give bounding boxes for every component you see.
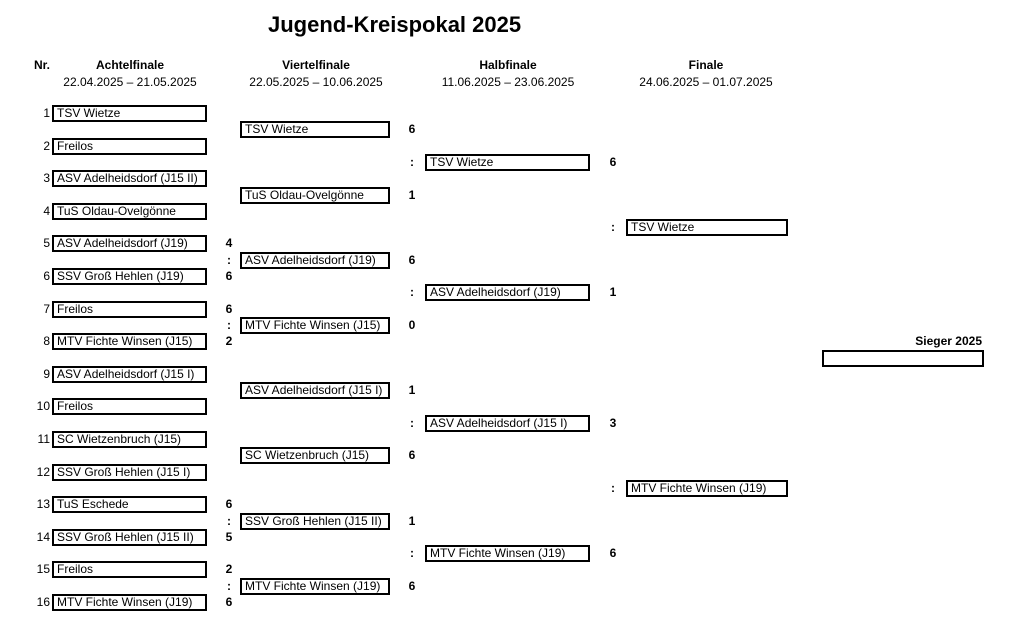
r16-team-box: ASV Adelheidsdorf (J15 I)	[52, 365, 207, 383]
qf-score-home: 1	[408, 383, 416, 398]
column-dates-sf: 11.06.2025 – 23.06.2025	[441, 75, 575, 89]
r16-score-away: 2	[225, 334, 233, 349]
sf-team-box: ASV Adelheidsdorf (J19)	[425, 284, 590, 302]
column-header-final: Finale	[688, 58, 724, 72]
seed-number: 1	[43, 106, 50, 120]
r16-team-box: Freilos	[52, 137, 207, 155]
seed-number: 4	[43, 203, 50, 218]
r16-team-box: MTV Fichte Winsen (J15)	[52, 333, 207, 351]
seed-number: 5	[43, 236, 50, 251]
r16-score-home: 6	[225, 301, 233, 316]
qf-team-box: ASV Adelheidsdorf (J19)	[240, 251, 390, 269]
sf-score-away: 6	[609, 546, 617, 561]
r16-team-box: MTV Fichte Winsen (J19)	[52, 594, 207, 611]
qf-team-box: ASV Adelheidsdorf (J15 I)	[240, 382, 390, 400]
r16-team-box: Freilos	[52, 398, 207, 416]
seed-number: 16	[36, 595, 50, 609]
seed-number: 3	[43, 171, 50, 186]
score-separator: :	[227, 317, 231, 332]
r16-score-away: 5	[225, 529, 233, 544]
score-separator: :	[227, 252, 231, 267]
r16-team-box: SSV Groß Hehlen (J15 II)	[52, 528, 207, 546]
column-dates-final: 24.06.2025 – 01.07.2025	[639, 75, 773, 89]
r16-score-home: 4	[225, 236, 233, 251]
seed-number: 6	[43, 269, 50, 283]
seed-number: 11	[37, 432, 50, 446]
qf-team-box: TuS Oldau-Ovelgönne	[240, 186, 390, 204]
qf-score-home: 6	[408, 122, 416, 137]
sf-score-home: 6	[609, 154, 617, 169]
column-header-qf: Viertelfinale	[282, 58, 350, 72]
r16-score-home: 6	[225, 497, 233, 512]
score-separator: :	[611, 480, 615, 495]
r16-team-box: SSV Groß Hehlen (J15 I)	[52, 463, 207, 481]
final-team-box: MTV Fichte Winsen (J19)	[626, 479, 788, 497]
final-team-box: TSV Wietze	[626, 219, 788, 237]
r16-team-box: ASV Adelheidsdorf (J15 II)	[52, 170, 207, 188]
winner-box	[822, 350, 984, 367]
seed-number: 15	[36, 562, 50, 577]
qf-score-home: 6	[408, 252, 416, 267]
r16-team-box: SC Wietzenbruch (J15)	[52, 431, 207, 448]
r16-score-away: 6	[225, 269, 233, 283]
page-title: Jugend-Kreispokal 2025	[268, 12, 522, 37]
qf-score-away: 6	[408, 448, 416, 463]
qf-team-box: TSV Wietze	[240, 121, 390, 139]
r16-score-away: 6	[225, 595, 233, 609]
seed-number: 12	[36, 464, 50, 479]
r16-team-box: TSV Wietze	[52, 105, 207, 122]
qf-team-box: MTV Fichte Winsen (J19)	[240, 577, 390, 595]
seed-number: 8	[43, 334, 50, 349]
column-header-sf: Halbfinale	[479, 58, 537, 72]
r16-team-box: SSV Groß Hehlen (J19)	[52, 268, 207, 285]
qf-team-box: SC Wietzenbruch (J15)	[240, 447, 390, 465]
seed-number: 14	[36, 529, 50, 544]
qf-team-box: SSV Groß Hehlen (J15 II)	[240, 512, 390, 530]
r16-team-box: ASV Adelheidsdorf (J19)	[52, 235, 207, 253]
seed-number: 10	[36, 399, 50, 414]
seed-number: 2	[43, 138, 50, 153]
r16-team-box: Freilos	[52, 300, 207, 318]
r16-team-box: TuS Oldau-Ovelgönne	[52, 202, 207, 220]
r16-team-box: TuS Eschede	[52, 496, 207, 514]
sf-score-away: 1	[609, 285, 617, 300]
qf-team-box: MTV Fichte Winsen (J15)	[240, 316, 390, 334]
sf-team-box: TSV Wietze	[425, 153, 590, 171]
winner-label: Sieger 2025	[915, 334, 982, 348]
sf-team-box: MTV Fichte Winsen (J19)	[425, 545, 590, 563]
score-separator: :	[611, 220, 615, 235]
column-header-nr: Nr.	[33, 58, 50, 72]
sf-score-home: 3	[609, 415, 617, 430]
qf-score-away: 0	[408, 317, 416, 332]
score-separator: :	[410, 285, 414, 300]
qf-score-away: 1	[408, 187, 416, 202]
column-dates-r16: 22.04.2025 – 21.05.2025	[63, 75, 197, 89]
score-separator: :	[410, 415, 414, 430]
score-separator: :	[227, 513, 231, 528]
qf-score-home: 1	[408, 513, 416, 528]
column-header-r16: Achtelfinale	[95, 58, 164, 72]
score-separator: :	[410, 154, 414, 169]
seed-number: 13	[36, 497, 50, 512]
seed-number: 9	[43, 366, 50, 381]
column-dates-qf: 22.05.2025 – 10.06.2025	[249, 75, 383, 89]
r16-team-box: Freilos	[52, 561, 207, 579]
score-separator: :	[410, 546, 414, 561]
score-separator: :	[227, 578, 231, 593]
sf-team-box: ASV Adelheidsdorf (J15 I)	[425, 414, 590, 432]
qf-score-away: 6	[408, 578, 416, 593]
r16-score-home: 2	[225, 562, 233, 577]
seed-number: 7	[43, 301, 50, 316]
